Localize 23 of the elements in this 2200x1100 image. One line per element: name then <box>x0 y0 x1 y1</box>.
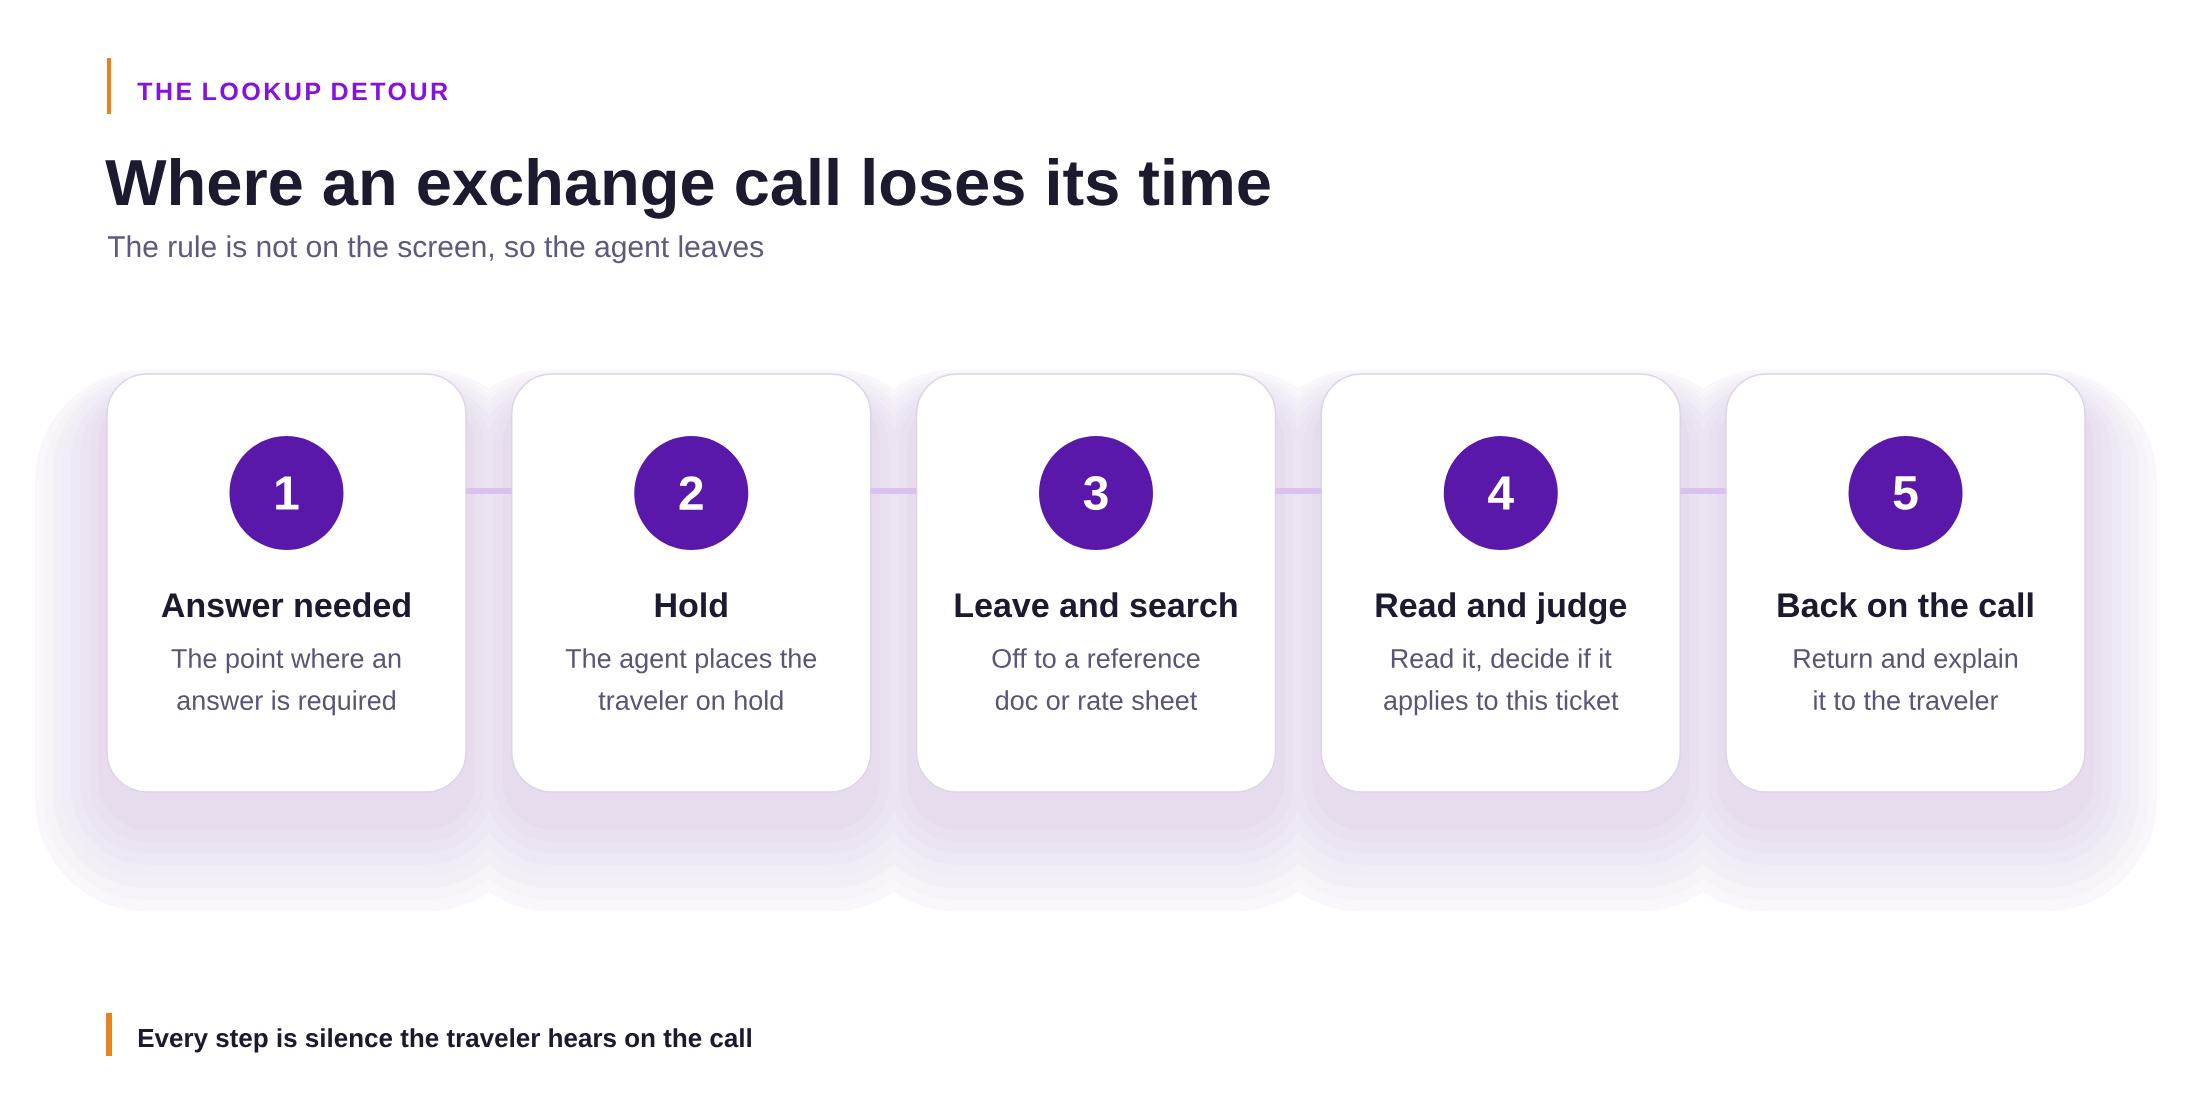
step-number: 2 <box>679 476 703 510</box>
step-title: Answer needed <box>161 592 410 618</box>
step-description: The point where an answer is required <box>171 648 401 716</box>
step-number: 4 <box>1488 476 1514 510</box>
step-title: Read and judge <box>1376 592 1627 625</box>
step-title: Back on the call <box>1778 592 2033 618</box>
step-title: Leave and search <box>955 592 1237 618</box>
step-description: Read it, decide if it applies to this ticket <box>1384 648 1619 716</box>
step-description: Return and explain it to the traveler <box>1794 648 2018 711</box>
step-description: Off to a reference doc or rate sheet <box>992 648 1200 710</box>
connector-line <box>466 488 512 494</box>
step-description: The agent places the traveler on hold <box>565 648 817 711</box>
subtitle: The rule is not on the screen, so the agent leaves <box>107 235 764 264</box>
section-label: THE LOOKUP DETOUR <box>137 82 448 101</box>
title: Where an exchange call loses its time <box>105 157 1270 219</box>
connector-line <box>1680 488 1726 494</box>
step-number: 3 <box>1083 476 1108 511</box>
step-number: 1 <box>276 476 299 510</box>
connector-line <box>1275 488 1322 494</box>
caption: Every step is silence the traveler hears on the call <box>138 1028 751 1053</box>
step-title: Hold <box>655 592 727 618</box>
step-number: 5 <box>1893 476 1918 510</box>
connector-line <box>870 488 917 494</box>
